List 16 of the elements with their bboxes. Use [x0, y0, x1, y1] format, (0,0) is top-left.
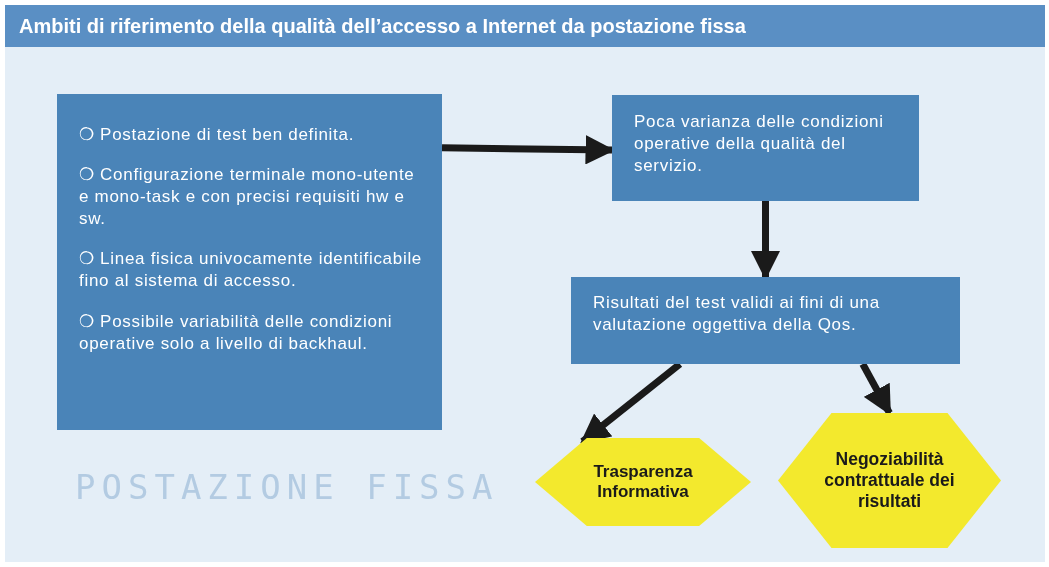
title-bar: Ambiti di riferimento della qualità dell’accesso a Internet da postazione fissa [5, 5, 1045, 47]
box-text: ❍ Linea fisica univocamente identificabile fino al sistema di accesso. [79, 248, 424, 293]
process-box [57, 94, 442, 430]
arrow [580, 361, 683, 445]
arrow [750, 201, 781, 280]
process-box [571, 277, 960, 364]
arrow [859, 362, 893, 416]
box-text: ❍ Configurazione terminale mono-utente e mono-task e con precisi requisiti hw e sw. [79, 164, 416, 231]
box-text: ❍ Possibile variabilità delle condizioni operative solo a livello di backhaul. [79, 310, 394, 355]
hexagon-label: Negoziabilità contrattuale dei risultati [823, 449, 956, 512]
box-text: Poca varianza delle condizioni operative della qualità del servizio. [634, 111, 885, 178]
hexagon-label: Trasparenza Informativa [592, 461, 694, 503]
box-text: Risultati del test validi ai fini di una valutazione oggettiva della Qos. [593, 292, 881, 337]
arrow [441, 135, 615, 165]
box-text: ❍ Postazione di test ben definita. [79, 124, 356, 146]
process-box [612, 95, 919, 201]
